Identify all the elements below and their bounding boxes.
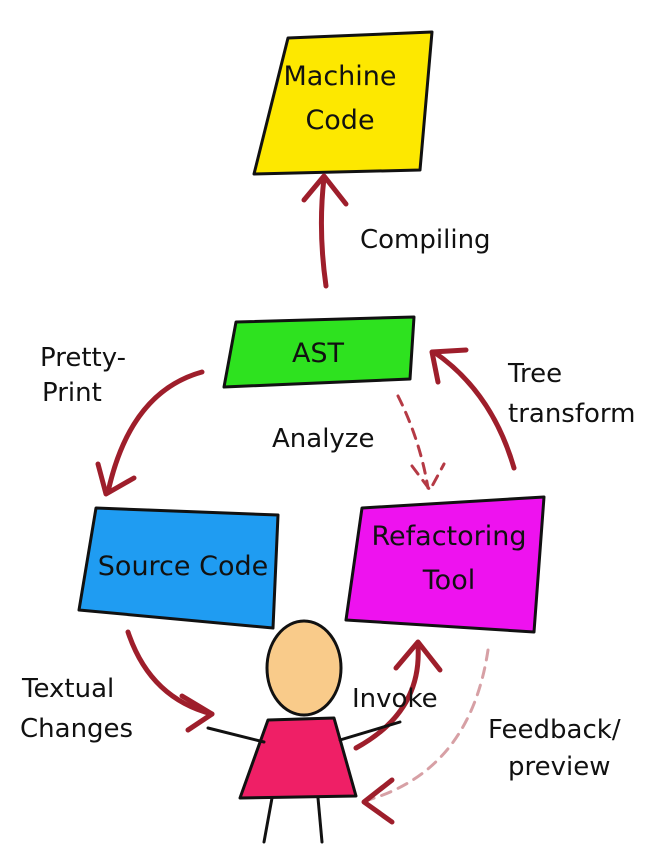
invoke-arrow — [353, 643, 421, 751]
tree-transform-label-line2: transform — [508, 399, 635, 429]
ast-box — [222, 315, 416, 389]
machine-code-label-line2: Code — [305, 105, 374, 136]
analyze-label: Analyze — [272, 424, 374, 454]
person-head — [265, 619, 343, 717]
tree-transform-arrowhead — [429, 347, 469, 385]
ast-node: AST — [222, 315, 416, 389]
refactoring-tool-node: Refactoring Tool — [344, 495, 546, 634]
machine-code-node: Machine Code — [252, 30, 434, 176]
refactoring-tool-label-line1: Refactoring — [371, 521, 526, 552]
pretty-print-arrow — [105, 369, 205, 495]
person-left-arm — [206, 726, 266, 744]
edge-labels: Compiling Pretty- Print Analyze Tree tra… — [20, 225, 635, 782]
feedback-preview-label-line2: preview — [508, 752, 611, 782]
tree-transform-label-line1: Tree — [507, 359, 562, 389]
invoke-label: Invoke — [352, 684, 438, 714]
tree-transform-arrow — [431, 349, 517, 471]
pretty-print-label-line2: Print — [42, 378, 102, 408]
arrows — [95, 173, 517, 825]
pretty-print-label-line1: Pretty- — [40, 343, 126, 373]
analyze-arrow — [396, 394, 430, 490]
machine-code-box — [252, 30, 434, 176]
source-code-box — [77, 506, 280, 630]
invoke-arrowhead — [393, 639, 443, 673]
source-code-node: Source Code — [77, 506, 280, 630]
feedback-preview-arrowhead — [361, 777, 395, 825]
person-right-leg — [316, 796, 324, 844]
refactoring-tool-label-line2: Tool — [422, 565, 475, 596]
compiling-label: Compiling — [360, 225, 491, 255]
pretty-print-arrowhead — [95, 461, 137, 497]
person-figure — [206, 619, 402, 844]
machine-code-label-line1: Machine — [283, 61, 396, 92]
analyze-arrowhead — [410, 462, 446, 493]
compiling-arrowhead — [301, 173, 349, 207]
textual-changes-arrowhead — [179, 693, 215, 733]
source-code-label: Source Code — [98, 551, 268, 582]
refactoring-tool-box — [344, 495, 546, 634]
textual-changes-arrow — [125, 629, 215, 717]
compiling-arrow — [318, 175, 329, 289]
person-left-leg — [262, 796, 274, 844]
person-right-arm — [338, 720, 402, 742]
feedback-preview-arrow — [366, 648, 490, 802]
person-body — [238, 716, 358, 800]
textual-changes-label-line2: Changes — [20, 714, 133, 744]
feedback-preview-label-line1: Feedback/ — [488, 715, 621, 745]
ast-label: AST — [292, 338, 345, 369]
textual-changes-label-line1: Textual — [21, 674, 114, 704]
